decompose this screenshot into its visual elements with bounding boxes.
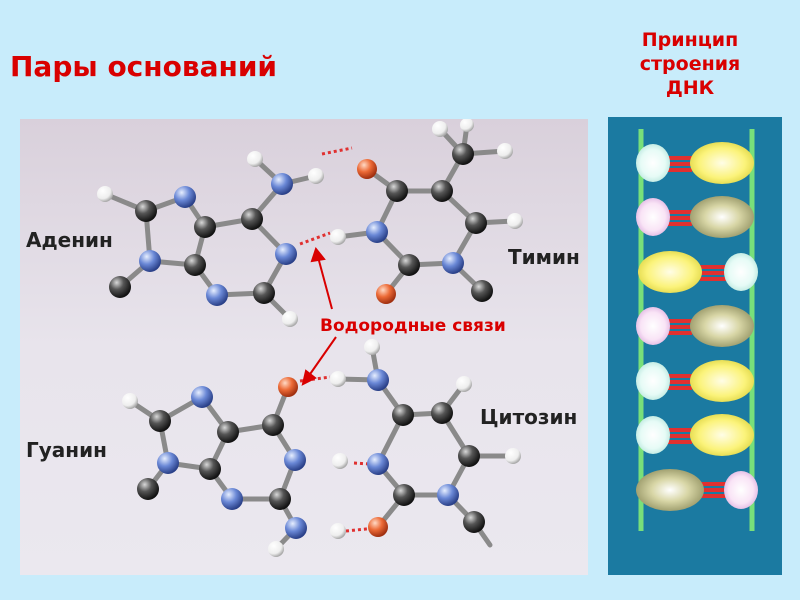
atom-nitrogen xyxy=(442,252,464,274)
atom-carbon xyxy=(471,280,493,302)
atom-hydrogen xyxy=(282,311,298,327)
atom-hydrogen xyxy=(505,448,521,464)
atom-hydrogen xyxy=(332,453,348,469)
atom-carbon xyxy=(149,410,171,432)
atom-carbon xyxy=(184,254,206,276)
atom-carbon xyxy=(392,404,414,426)
base-pair-row xyxy=(638,251,758,293)
atom-hydrogen xyxy=(460,119,474,132)
atom-carbon xyxy=(135,200,157,222)
atom-hydrogen xyxy=(97,186,113,202)
atom-nitrogen xyxy=(191,386,213,408)
hydrogen-bond-arrows xyxy=(301,246,337,386)
atoms xyxy=(97,119,523,557)
atom-hydrogen xyxy=(308,168,324,184)
atom-carbon xyxy=(386,180,408,202)
atom-carbon xyxy=(109,276,131,298)
dna-ladder-diagram xyxy=(608,117,782,575)
atom-carbon xyxy=(262,414,284,436)
atom-hydrogen xyxy=(330,229,346,245)
base-pair-row xyxy=(636,196,754,238)
atom-nitrogen xyxy=(271,173,293,195)
adenine-label: Аденин xyxy=(26,228,113,252)
base-pair-row xyxy=(636,414,754,456)
atom-carbon xyxy=(241,208,263,230)
dna-title-line-1: Принцип xyxy=(641,29,739,51)
base-pair-row xyxy=(636,305,754,347)
dna-ladder-svg xyxy=(636,129,758,531)
base-pair-row xyxy=(636,360,754,402)
atom-carbon xyxy=(458,445,480,467)
atom-nitrogen xyxy=(366,221,388,243)
dna-principle-title: Принцип строения ДНК xyxy=(620,28,760,100)
atom-nitrogen xyxy=(275,243,297,265)
atom-hydrogen xyxy=(122,393,138,409)
atom-oxygen xyxy=(368,517,388,537)
atom-carbon xyxy=(194,216,216,238)
cytosine-label: Цитозин xyxy=(480,405,577,429)
hydrogen-bonds-label: Водородные связи xyxy=(320,316,506,336)
thymine-label: Тимин xyxy=(508,245,580,269)
atom-carbon xyxy=(137,478,159,500)
atom-nitrogen xyxy=(174,186,196,208)
base-pair-row xyxy=(636,469,758,511)
molecules-svg: Аденин Тимин Гуанин Цитозин Водородные с… xyxy=(26,119,580,557)
atom-carbon xyxy=(398,254,420,276)
dna-title-line-2: строения xyxy=(639,53,741,75)
atom-nitrogen xyxy=(157,452,179,474)
base-pair-row xyxy=(636,142,754,184)
atom-oxygen xyxy=(357,159,377,179)
base-pairs-diagram: Аденин Тимин Гуанин Цитозин Водородные с… xyxy=(20,119,588,575)
page-title: Пары оснований xyxy=(10,50,278,83)
atom-hydrogen xyxy=(507,213,523,229)
atom-nitrogen xyxy=(139,250,161,272)
atom-carbon xyxy=(431,402,453,424)
atom-oxygen xyxy=(278,377,298,397)
atom-nitrogen xyxy=(221,488,243,510)
atom-carbon xyxy=(253,282,275,304)
atom-hydrogen xyxy=(432,121,448,137)
guanine-label: Гуанин xyxy=(26,438,107,462)
atom-nitrogen xyxy=(367,369,389,391)
atom-nitrogen xyxy=(437,484,459,506)
atom-carbon xyxy=(269,488,291,510)
atom-hydrogen xyxy=(268,541,284,557)
atom-hydrogen xyxy=(330,523,346,539)
atom-carbon xyxy=(465,212,487,234)
atom-nitrogen xyxy=(367,453,389,475)
atom-oxygen xyxy=(376,284,396,304)
atom-hydrogen xyxy=(247,151,263,167)
atom-hydrogen xyxy=(330,371,346,387)
atom-hydrogen xyxy=(497,143,513,159)
atom-carbon xyxy=(217,421,239,443)
atom-hydrogen xyxy=(364,339,380,355)
atom-nitrogen xyxy=(284,449,306,471)
atom-carbon xyxy=(452,143,474,165)
atom-carbon xyxy=(431,180,453,202)
atom-nitrogen xyxy=(285,517,307,539)
atom-carbon xyxy=(199,458,221,480)
atom-carbon xyxy=(393,484,415,506)
atom-nitrogen xyxy=(206,284,228,306)
covalent-bonds xyxy=(102,122,518,552)
atom-hydrogen xyxy=(456,376,472,392)
dna-title-line-3: ДНК xyxy=(665,77,715,99)
atom-carbon xyxy=(463,511,485,533)
